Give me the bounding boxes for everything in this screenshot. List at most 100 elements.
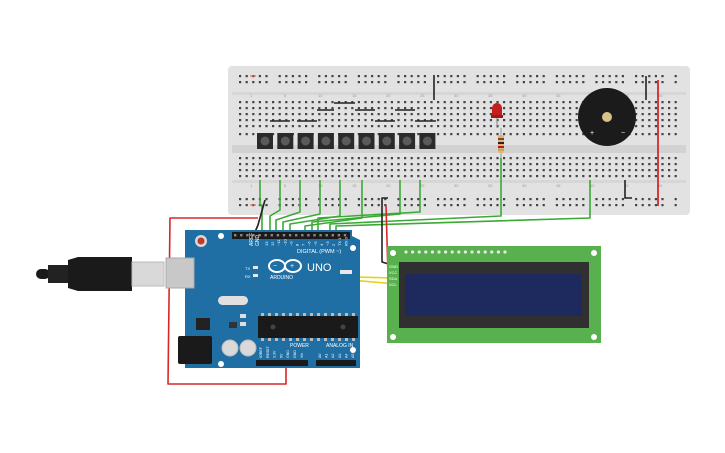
breadboard-hole[interactable]: [575, 175, 578, 178]
breadboard-hole[interactable]: [476, 204, 479, 207]
breadboard-hole[interactable]: [509, 133, 512, 136]
breadboard-hole[interactable]: [496, 204, 499, 207]
breadboard-hole[interactable]: [265, 113, 268, 116]
breadboard-hole[interactable]: [483, 175, 486, 178]
breadboard-hole[interactable]: [338, 119, 341, 122]
breadboard-hole[interactable]: [410, 113, 413, 116]
breadboard-hole[interactable]: [621, 157, 624, 160]
breadboard-hole[interactable]: [569, 113, 572, 116]
breadboard-hole[interactable]: [338, 125, 341, 128]
breadboard-hole[interactable]: [555, 75, 558, 78]
breadboard-hole[interactable]: [384, 113, 387, 116]
breadboard-hole[interactable]: [371, 81, 374, 84]
breadboard-hole[interactable]: [265, 107, 268, 110]
breadboard-hole[interactable]: [463, 119, 466, 122]
breadboard-hole[interactable]: [285, 113, 288, 116]
breadboard-hole[interactable]: [430, 101, 433, 104]
breadboard-hole[interactable]: [324, 163, 327, 166]
breadboard-hole[interactable]: [555, 169, 558, 172]
breadboard-hole[interactable]: [285, 101, 288, 104]
breadboard-hole[interactable]: [635, 75, 638, 78]
breadboard-hole[interactable]: [351, 125, 354, 128]
breadboard-hole[interactable]: [364, 107, 367, 110]
power-header[interactable]: [256, 360, 308, 366]
breadboard-hole[interactable]: [674, 175, 677, 178]
breadboard-hole[interactable]: [278, 169, 281, 172]
breadboard-hole[interactable]: [423, 157, 426, 160]
header-pin[interactable]: [234, 234, 237, 237]
breadboard-hole[interactable]: [239, 113, 242, 116]
breadboard-hole[interactable]: [351, 113, 354, 116]
breadboard-hole[interactable]: [377, 113, 380, 116]
breadboard-hole[interactable]: [377, 204, 380, 207]
breadboard-hole[interactable]: [318, 81, 321, 84]
breadboard-hole[interactable]: [397, 107, 400, 110]
breadboard-hole[interactable]: [298, 107, 301, 110]
breadboard-hole[interactable]: [443, 204, 446, 207]
breadboard-hole[interactable]: [390, 175, 393, 178]
breadboard-hole[interactable]: [364, 157, 367, 160]
breadboard-hole[interactable]: [252, 169, 255, 172]
breadboard-hole[interactable]: [278, 75, 281, 78]
breadboard-hole[interactable]: [654, 75, 657, 78]
breadboard-hole[interactable]: [324, 113, 327, 116]
breadboard-hole[interactable]: [390, 163, 393, 166]
breadboard-hole[interactable]: [555, 175, 558, 178]
breadboard-hole[interactable]: [410, 125, 413, 128]
breadboard-hole[interactable]: [377, 175, 380, 178]
breadboard-hole[interactable]: [483, 107, 486, 110]
breadboard-hole[interactable]: [503, 75, 506, 78]
breadboard-hole[interactable]: [245, 163, 248, 166]
breadboard-hole[interactable]: [522, 81, 525, 84]
breadboard-hole[interactable]: [602, 75, 605, 78]
header-pin[interactable]: [240, 234, 243, 237]
breadboard-hole[interactable]: [641, 169, 644, 172]
header-pin[interactable]: [319, 234, 322, 237]
breadboard-hole[interactable]: [318, 101, 321, 104]
header-pin[interactable]: [288, 234, 292, 237]
breadboard-hole[interactable]: [522, 175, 525, 178]
breadboard-hole[interactable]: [417, 204, 420, 207]
breadboard-hole[interactable]: [443, 107, 446, 110]
breadboard-hole[interactable]: [291, 101, 294, 104]
breadboard-hole[interactable]: [245, 113, 248, 116]
breadboard-hole[interactable]: [503, 163, 506, 166]
breadboard-hole[interactable]: [569, 81, 572, 84]
breadboard-hole[interactable]: [331, 113, 334, 116]
breadboard-hole[interactable]: [245, 157, 248, 160]
breadboard-hole[interactable]: [331, 169, 334, 172]
breadboard-hole[interactable]: [602, 169, 605, 172]
breadboard-hole[interactable]: [417, 163, 420, 166]
breadboard-hole[interactable]: [621, 175, 624, 178]
breadboard-hole[interactable]: [654, 198, 657, 201]
breadboard-hole[interactable]: [654, 133, 657, 136]
breadboard-hole[interactable]: [489, 198, 492, 201]
breadboard-hole[interactable]: [536, 119, 539, 122]
breadboard-hole[interactable]: [371, 204, 374, 207]
breadboard-hole[interactable]: [357, 81, 360, 84]
breadboard-hole[interactable]: [496, 81, 499, 84]
breadboard-hole[interactable]: [516, 175, 519, 178]
breadboard-hole[interactable]: [542, 163, 545, 166]
breadboard-hole[interactable]: [258, 113, 261, 116]
breadboard-hole[interactable]: [522, 169, 525, 172]
breadboard-hole[interactable]: [390, 157, 393, 160]
breadboard-hole[interactable]: [423, 125, 426, 128]
breadboard-hole[interactable]: [529, 163, 532, 166]
breadboard-hole[interactable]: [364, 204, 367, 207]
breadboard-hole[interactable]: [674, 133, 677, 136]
breadboard-hole[interactable]: [555, 157, 558, 160]
breadboard-hole[interactable]: [569, 119, 572, 122]
breadboard-hole[interactable]: [318, 157, 321, 160]
breadboard-hole[interactable]: [437, 163, 440, 166]
breadboard-hole[interactable]: [357, 175, 360, 178]
breadboard-hole[interactable]: [344, 204, 347, 207]
breadboard-hole[interactable]: [397, 101, 400, 104]
breadboard-hole[interactable]: [503, 133, 506, 136]
breadboard-hole[interactable]: [443, 125, 446, 128]
breadboard-hole[interactable]: [668, 163, 671, 166]
breadboard-hole[interactable]: [377, 133, 380, 136]
breadboard-hole[interactable]: [582, 163, 585, 166]
breadboard-hole[interactable]: [509, 175, 512, 178]
header-pin[interactable]: [313, 234, 316, 237]
